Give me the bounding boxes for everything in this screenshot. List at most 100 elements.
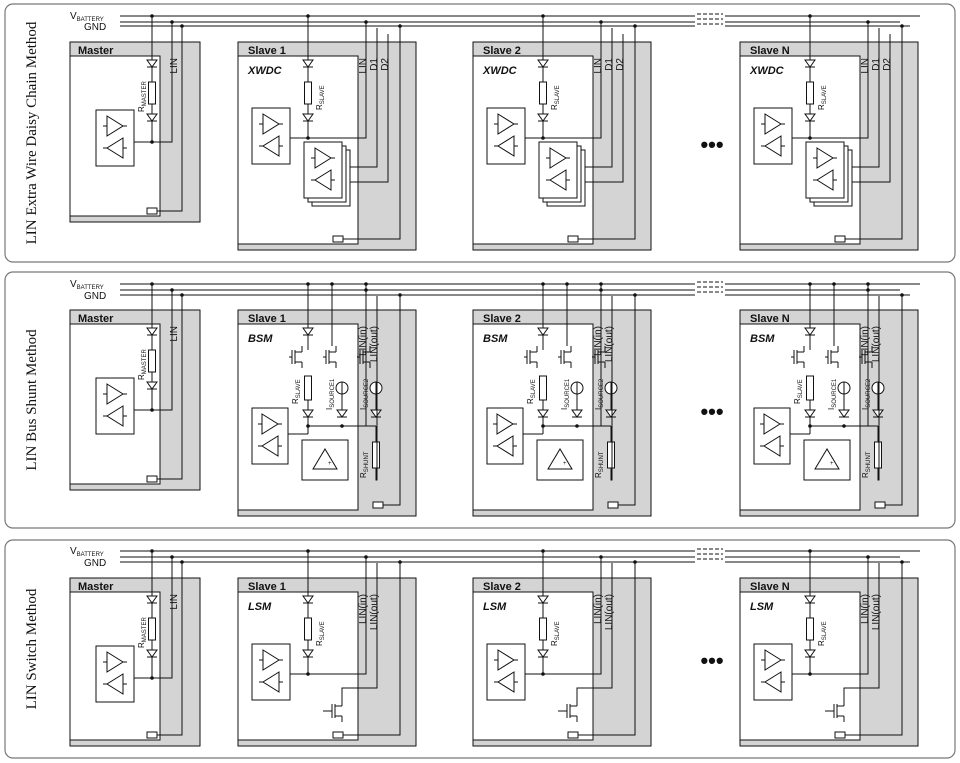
resistor-icon — [304, 375, 312, 401]
slave-resistor-label-main: R — [526, 398, 535, 404]
slave-pin-label: LIN(in) — [593, 594, 604, 624]
diode-triangle — [302, 327, 314, 336]
junction-dot — [633, 293, 637, 297]
slave-resistor-label-sub: SLAVE — [822, 85, 828, 104]
isource2-label-sub: SOURCE2 — [364, 378, 370, 408]
slave-gnd-wire — [578, 26, 636, 240]
diode-triangle — [302, 59, 314, 68]
slave-label: Slave 2 — [483, 313, 521, 325]
diode-triangle — [537, 409, 549, 418]
slave-pin-label: LIN(out) — [871, 594, 882, 630]
slave-pin-label: LIN(out) — [369, 594, 380, 630]
diode-triangle — [537, 649, 549, 658]
transceiver-icon — [486, 407, 524, 465]
opamp-plus: + — [328, 461, 332, 467]
slave-resistor-label-sub: SLAVE — [296, 379, 302, 398]
slave-resistor-label: RSLAVE — [291, 379, 302, 404]
junction-dot — [398, 560, 402, 564]
ground-connector-icon — [607, 501, 619, 509]
ground-connector-icon — [372, 501, 384, 509]
junction-dot — [306, 282, 310, 286]
diode-triangle — [537, 59, 549, 68]
master-resistor-label-sub: MASTER — [142, 349, 148, 375]
slave-mode-label: LSM — [248, 601, 272, 613]
slave-mode-label: LSM — [750, 601, 774, 613]
slave-resistor-label: RSLAVE — [526, 379, 537, 404]
slave-pin-label: D2 — [380, 58, 391, 71]
slave-resistor-label-sub: SLAVE — [531, 379, 537, 398]
junction-dot — [306, 549, 310, 553]
slave-gnd-wire — [343, 562, 401, 736]
isource2-label: ISOURCE2 — [861, 378, 872, 410]
gnd-label: GND — [84, 22, 106, 33]
transceiver-icon — [753, 643, 793, 701]
isource1-label-sub: SOURCE1 — [330, 378, 336, 408]
vbattery-label: VBATTERY — [70, 11, 104, 23]
mosfet-icon — [524, 346, 538, 368]
master-resistor-label: RMASTER — [137, 81, 148, 112]
slave-gnd-wire — [383, 295, 401, 506]
slave-resistor-label: RSLAVE — [550, 621, 561, 646]
transceiver-icon — [95, 645, 135, 703]
junction-dot — [340, 424, 344, 428]
ground-connector-icon — [146, 731, 158, 739]
transceiver-icon — [805, 141, 845, 199]
master-resistor-label-main: R — [137, 374, 146, 380]
master-lin-wire — [152, 557, 173, 679]
slave-label: Slave 1 — [248, 45, 286, 57]
panel-lsm: LIN Switch MethodVBATTERYGNDMasterLINRMA… — [4, 539, 956, 759]
ellipsis-more-slaves: ••• — [700, 648, 723, 673]
slave-resistor-label: RSLAVE — [550, 85, 561, 110]
transceiver-icon — [95, 377, 135, 435]
slave-resistor-label-sub: SLAVE — [320, 85, 326, 104]
vbattery-label-sub: BATTERY — [77, 17, 104, 23]
opamp-icon: + — [803, 439, 851, 481]
slave-gnd-wire — [618, 295, 636, 506]
isource1-label-sub: SOURCE1 — [565, 378, 571, 408]
diode-triangle — [537, 113, 549, 122]
master-resistor-label: RMASTER — [137, 617, 148, 648]
junction-dot — [599, 20, 603, 24]
slave-pin-label: LIN(in) — [860, 594, 871, 624]
diode-triangle — [146, 327, 158, 336]
slave-resistor-label-main: R — [550, 104, 559, 110]
slave-resistor-label-main: R — [817, 640, 826, 646]
slave-d2-wire — [350, 34, 389, 183]
slave-mode-label: BSM — [248, 333, 273, 345]
slave-mode-label: BSM — [750, 333, 775, 345]
slave-label: Slave N — [750, 45, 790, 57]
master-lin-pin: LIN — [169, 326, 180, 342]
diode-triangle — [804, 327, 816, 336]
slave-pin-label: D1 — [871, 58, 882, 71]
slave-label: Slave N — [750, 581, 790, 593]
opamp-triangle — [814, 448, 840, 470]
slave-gnd-wire — [845, 26, 903, 240]
slave-resistor-label: RSLAVE — [817, 85, 828, 110]
ellipsis-more-slaves: ••• — [700, 399, 723, 424]
junction-dot — [900, 560, 904, 564]
opamp-icon: + — [536, 439, 584, 481]
panel-bsm: LIN Bus Shunt MethodVBATTERYGNDMasterLIN… — [4, 271, 956, 529]
transceiver-box — [251, 107, 291, 165]
slave-resistor-label-sub: SLAVE — [798, 379, 804, 398]
slave-resistor-label-main: R — [793, 398, 802, 404]
transceiver-icon — [486, 107, 526, 165]
transceiver-box — [486, 643, 526, 701]
ellipsis-more-slaves: ••• — [700, 132, 723, 157]
slave-resistor-label-sub: SLAVE — [320, 621, 326, 640]
slave-lin-wire — [308, 22, 367, 139]
junction-dot — [541, 14, 545, 18]
isource1-label: ISOURCE1 — [827, 378, 838, 410]
master-label: Master — [78, 313, 114, 325]
resistor-icon — [806, 617, 814, 641]
junction-dot — [170, 288, 174, 292]
resistor-icon — [372, 441, 380, 469]
diode-triangle — [146, 595, 158, 604]
opamp-icon: + — [301, 439, 349, 481]
diode-triangle — [804, 59, 816, 68]
isource1-label: ISOURCE1 — [560, 378, 571, 410]
